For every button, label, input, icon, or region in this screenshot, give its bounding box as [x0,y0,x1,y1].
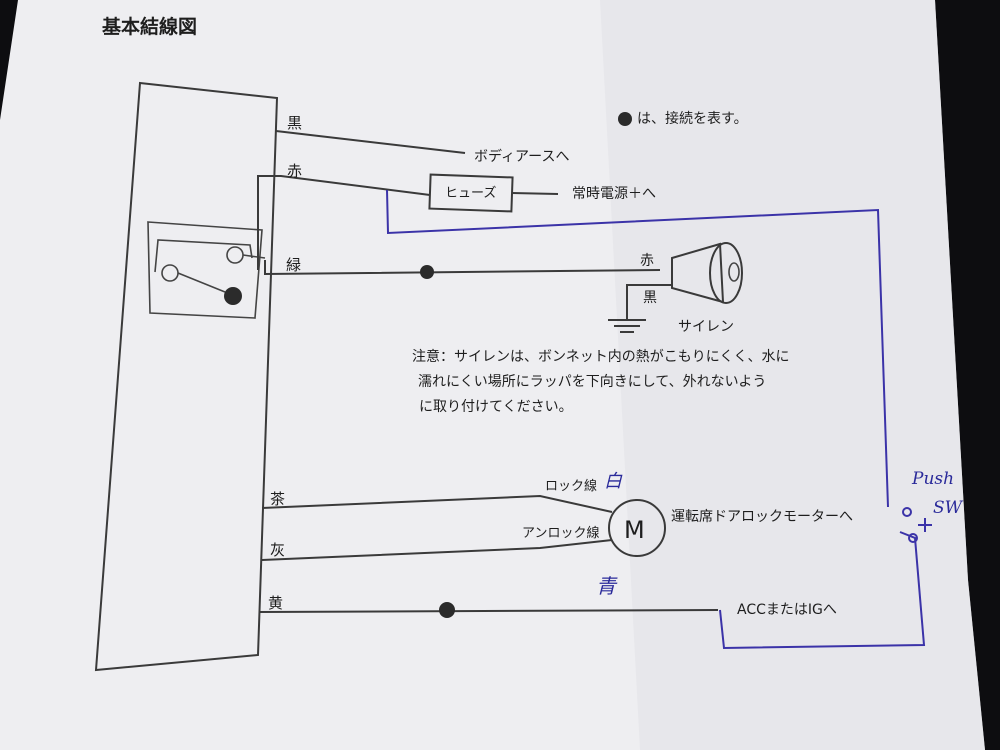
wire-brown [261,494,613,513]
caution-line-2: 濡れにくい場所にラッパを下向きにして、外れないよう [418,374,766,390]
body-earth-label: ボディアースへ [474,148,569,165]
siren-label: サイレン [678,319,734,335]
caution-line-1: 注意：サイレンは、ボンネット内の熱がこもりにくく、水に [412,348,789,365]
junction-legend-dot [618,112,632,126]
push-switch-contact-top [902,507,912,517]
wire-black-label: 黒 [287,114,302,132]
handwritten-sw-label: SW [933,498,964,518]
handwritten-lock-note: 白 [604,471,623,492]
relay-box [147,221,263,319]
door-lock-motor-label: 運転席ドアロックモーターへ [671,509,853,525]
diagram-title: 基本結線図 [101,15,197,38]
push-switch-contact-bottom [908,533,918,543]
fuse-box [428,173,514,213]
relay-terminal-lower [224,287,242,305]
legend-note: は、接続を表す。 [637,110,748,127]
green-wire-junction [420,265,434,279]
wire-red [257,175,431,270]
fuse-label: ヒューズ [445,185,496,201]
wire-green-label: 緑 [286,256,301,274]
relay-switch-arm [177,272,226,293]
siren-black-label: 黒 [643,290,657,306]
siren-ground-wire [626,284,672,320]
wire-gray [261,539,613,561]
wire-fuse-out [511,192,559,195]
wire-black [275,130,466,154]
wire-brown-label: 茶 [270,490,285,508]
paper-shading [600,0,985,750]
unlock-wire-label: アンロック線 [522,525,599,541]
handwritten-push-label: Push [911,469,954,489]
siren-red-label: 赤 [640,253,654,269]
relay-inner-wiring [154,239,266,273]
constant-power-label: 常時電源＋へ [572,186,656,202]
wire-green [264,260,661,276]
lock-wire-label: ロック線 [545,478,597,494]
push-switch-icon [918,518,932,532]
wire-red-label: 赤 [287,162,302,180]
motor-label: M [624,516,645,544]
alarm-unit-box [94,81,279,672]
siren-bell-inner [728,262,740,282]
caution-line-3: に取り付けてください。 [419,399,573,415]
acc-ig-label: ACCまたはIGへ [737,602,837,618]
wire-gray-label: 灰 [270,541,285,559]
yellow-wire-junction [439,602,455,618]
ground-symbol-icon [608,319,646,333]
door-lock-motor-symbol [608,499,666,557]
handwritten-unlock-note: 青 [596,574,618,598]
wire-yellow [258,609,719,613]
wire-yellow-label: 黄 [268,594,283,612]
siren-bell [709,242,743,304]
